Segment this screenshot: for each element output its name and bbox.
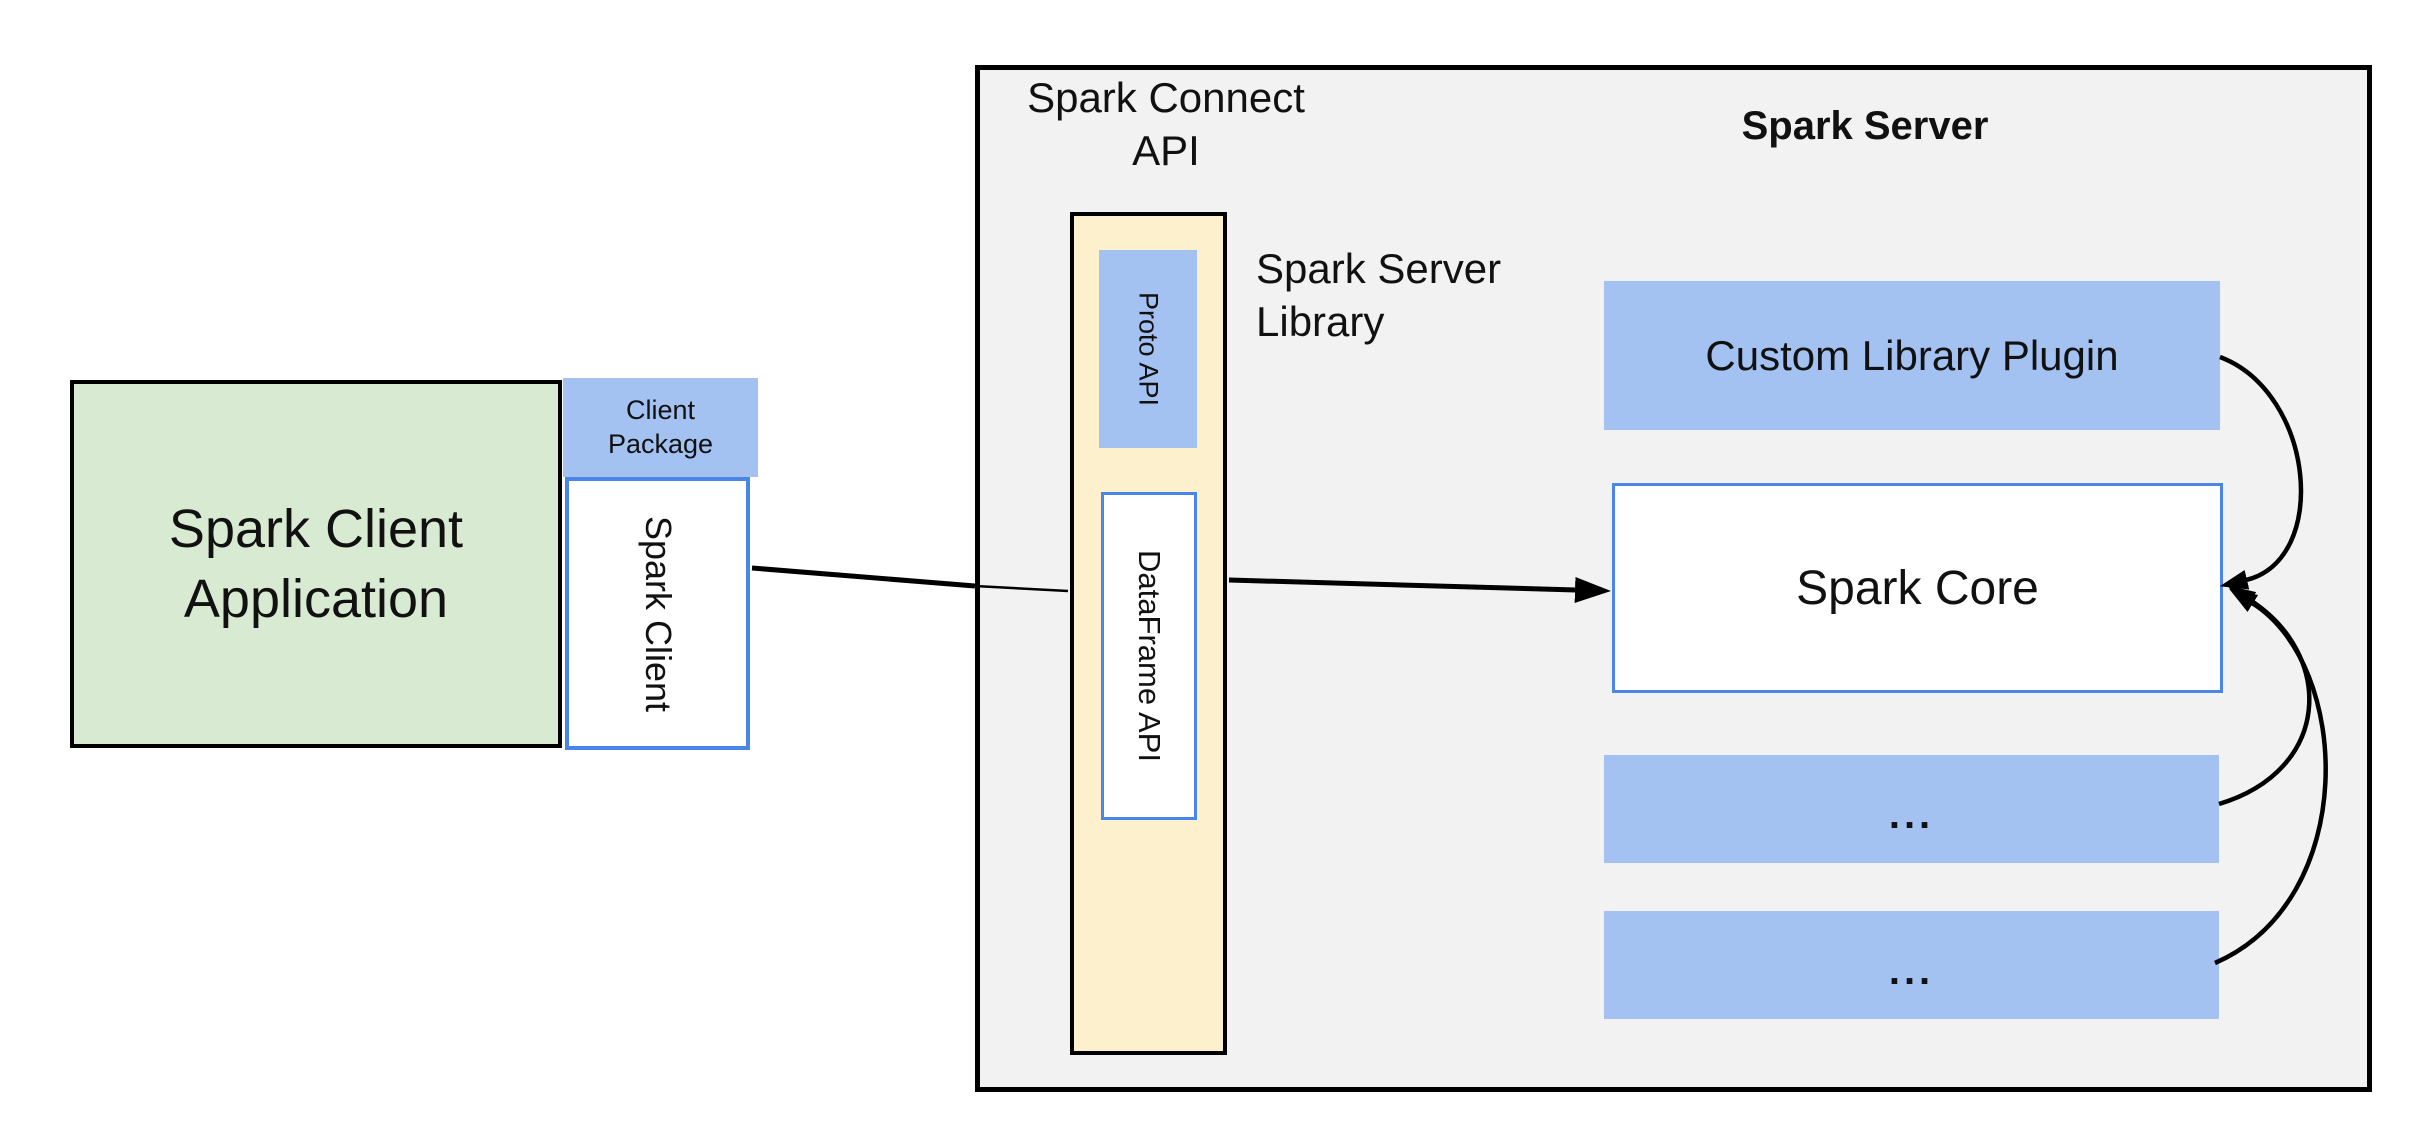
server-extension-row-2-label: ...: [1888, 948, 1935, 993]
spark-connect-api-label-line2: API: [1132, 126, 1200, 174]
dataframe-api-box: DataFrame API: [1101, 492, 1197, 820]
spark-connect-api-label-line1: Spark Connect: [1027, 74, 1305, 121]
proto-api-box: Proto API: [1099, 250, 1197, 448]
client-package-line1: Client: [625, 394, 695, 425]
spark-client-label: Spark Client: [637, 515, 679, 712]
spark-server-library-label: Spark Server Library: [1256, 243, 1616, 349]
spark-core-label: Spark Core: [1796, 561, 2039, 615]
spark-client-box: Spark Client: [565, 477, 750, 750]
spark-core-box: Spark Core: [1612, 483, 2223, 693]
spark-connect-api-label: Spark Connect API: [1000, 72, 1332, 178]
spark-server-library-line2: Library: [1256, 297, 1385, 345]
server-extension-row-2: ...: [1604, 911, 2219, 1019]
spark-server-title: Spark Server: [1741, 104, 1989, 148]
server-extension-row-1-label: ...: [1888, 792, 1935, 837]
client-package-line2: Package: [607, 428, 714, 459]
spark-client-application-label: Spark Client Application: [169, 494, 463, 634]
custom-library-plugin-label: Custom Library Plugin: [1705, 331, 2119, 379]
dataframe-api-label: DataFrame API: [1132, 550, 1167, 762]
spark-server-library-line1: Spark Server: [1256, 245, 1502, 292]
spark-client-application-box: Spark Client Application: [70, 380, 562, 748]
custom-library-plugin-box: Custom Library Plugin: [1604, 281, 2220, 430]
spark-client-application-line2: Application: [183, 569, 449, 629]
proto-api-label: Proto API: [1133, 291, 1164, 407]
client-package-box: Client Package: [563, 378, 758, 477]
client-package-label: Client Package: [608, 394, 713, 462]
spark-client-application-line1: Spark Client: [168, 498, 464, 559]
client-to-connect-line: [751, 565, 976, 589]
server-extension-row-1: ...: [1604, 755, 2219, 863]
